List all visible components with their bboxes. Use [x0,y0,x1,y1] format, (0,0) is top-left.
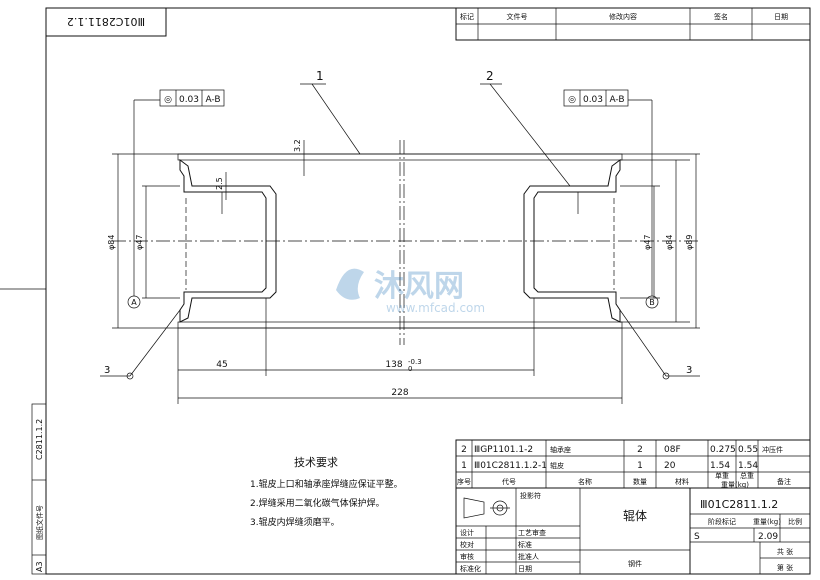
role-design: 设计 [460,528,474,537]
dim-45: 45 [216,360,227,370]
rev-header-content: 修改内容 [609,12,637,21]
bom-code-1: Ⅲ01C2811.1.2-1 [474,461,547,471]
dim-2-5: 2.5 [215,177,224,190]
rev-header-sign: 签名 [714,12,728,21]
material-label: 钢件 [628,559,642,568]
rev-header-date: 日期 [774,13,788,21]
bom-h-no: 序号 [457,477,471,486]
dim-phi84-left: φ84 [107,235,116,250]
tol-symbol-left: ◎ [164,95,172,105]
part-label-2: 2 [486,69,494,83]
watermark-brand: 沐风网 [374,269,464,304]
dim-228: 228 [391,388,408,398]
role-right-4: 日期 [518,565,532,573]
bom-name-2: 轴承座 [550,445,571,454]
tolerance-frame-right: ◎ 0.03 A-B [563,89,629,107]
tol-symbol-right: ◎ [568,95,576,105]
bom-no-1: 1 [461,461,467,471]
dim-3-2: 3.2 [293,139,302,152]
projection-label: 投影符 [520,491,541,500]
role-check: 校对 [460,540,474,549]
datum-a: A [131,298,137,307]
role-std: 标准化 [460,564,481,573]
bom-h-code: 代号 [502,477,516,486]
bom-mat-2: 08F [664,445,681,455]
bom-name-1: 辊皮 [550,461,564,470]
bom-h-qty: 数量 [633,477,647,486]
scale-label: 比例 [788,517,802,526]
tech-req-title: 技术要求 [294,456,338,469]
part-label-3-right: 3 [686,365,692,376]
side-strip: C2811.1.2 图纸文件号 A3 [31,403,47,575]
role-review: 审核 [460,552,474,561]
tech-req-3: 3.辊皮内焊缝须磨平。 [250,516,340,528]
side-size: A3 [35,561,44,572]
title-block: 2 ⅢGP1101.1-2 轴承座 2 08F 0.275 0.55 冲压件 1… [455,439,811,575]
part-label-3-left: 3 [104,365,110,376]
sheet-total: 共 张 [777,547,793,556]
weight-label: 重量(kg) [753,518,781,526]
bom-h-name: 名称 [578,477,592,486]
bom-totalw-2: 0.55 [738,445,758,455]
part-label-1: 1 [316,69,324,83]
drawing-number: Ⅲ01C2811.1.2 [700,498,778,511]
role-right-1: 工艺审查 [518,528,546,537]
dim-phi89-right: φ89 [685,235,694,250]
bom-note-2: 冲压件 [762,445,783,454]
bom-unitw-1: 1.54 [710,461,730,471]
dim-138: 138 [385,360,402,370]
bom-h-totalw: 总重 [740,471,754,480]
projection-symbol-icon [463,497,510,519]
roller-section-view: A B [100,83,700,404]
watermark-url: www.mfcad.com [386,301,485,315]
dim-phi47-left: φ47 [135,235,144,250]
mirrored-drawing-number: Ⅲ01C2811.1.2 [67,15,145,28]
part-name: 辊体 [623,509,647,523]
dim-phi47-right: φ47 [643,235,652,250]
revision-table: 标记 文件号 修改内容 签名 日期 [455,7,811,41]
tol-value-left: 0.03 [179,95,199,105]
role-right-2: 标准 [518,540,532,549]
weight-value: 2.09 [758,532,778,542]
rev-header-file: 文件号 [507,12,528,21]
tol-datum-right: A-B [609,95,624,105]
sheet-border [45,7,811,575]
mirrored-drawing-number-box: Ⅲ01C2811.1.2 [45,7,167,37]
bom-code-2: ⅢGP1101.1-2 [474,445,533,455]
bom-unitw-2: 0.275 [710,445,736,455]
bom-weight-unit: 重量(kg) [721,481,749,489]
dim-phi84-right: φ84 [665,235,674,250]
side-label: 图纸文件号 [35,505,44,540]
stage-mark-label: 阶段标记 [708,517,736,526]
tech-req-1: 1.辊皮上口和轴承座焊缝应保证平整。 [250,478,403,490]
tol-value-right: 0.03 [583,95,603,105]
watermark: 沐风网 www.mfcad.com [336,268,485,315]
bom-totalw-1: 1.54 [738,461,758,471]
bom-no-2: 2 [461,445,467,455]
sheet-no: 第 张 [777,563,793,572]
stage-value: S [694,532,700,542]
bom-h-unitw: 单重 [715,471,729,480]
bom-h-note: 备注 [777,477,791,486]
watermark-logo-icon [336,268,364,300]
bom-qty-1: 1 [637,461,643,471]
tol-datum-left: A-B [205,95,220,105]
bom-qty-2: 2 [637,445,643,455]
tolerance-frame-left: ◎ 0.03 A-B [159,89,225,107]
tech-requirements: 技术要求 1.辊皮上口和轴承座焊缝应保证平整。 2.焊缝采用二氧化碳气体保护焊。… [250,456,403,528]
datum-b: B [649,298,655,307]
tech-req-2: 2.焊缝采用二氧化碳气体保护焊。 [250,497,385,509]
role-right-3: 批准人 [518,552,539,561]
side-drawing-no: C2811.1.2 [35,419,44,460]
rev-header-mark: 标记 [460,12,474,21]
bom-h-mat: 材料 [675,477,689,486]
bom-mat-1: 20 [664,461,676,471]
